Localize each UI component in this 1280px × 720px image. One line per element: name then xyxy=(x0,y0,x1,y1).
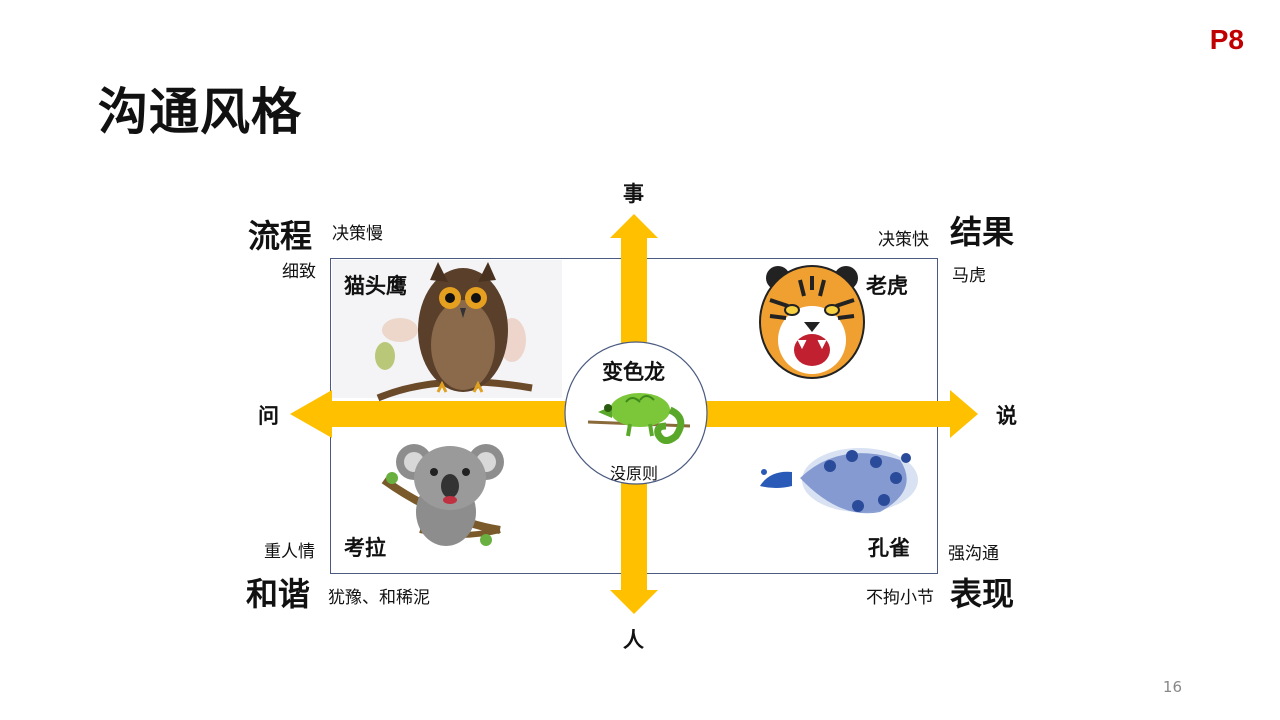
center-label-chameleon: 变色龙 xyxy=(602,360,665,384)
tiger-icon xyxy=(759,265,865,379)
page-title: 沟通风格 xyxy=(98,83,302,141)
axis-label-right: 说 xyxy=(996,404,1017,428)
axis-label-top: 事 xyxy=(623,182,644,206)
corner-note-casual: 不拘小节 xyxy=(866,588,934,608)
animal-label-owl: 猫头鹰 xyxy=(344,274,407,298)
animal-label-tiger: 老虎 xyxy=(866,274,908,298)
axis-label-left: 问 xyxy=(258,404,279,428)
center-note-unprincipled: 没原则 xyxy=(610,464,659,483)
axis-label-bottom: 人 xyxy=(623,628,644,652)
corner-note-meticulous: 细致 xyxy=(282,262,316,282)
corner-label-process: 流程 xyxy=(248,217,313,255)
corner-note-slow-decision: 决策慢 xyxy=(332,224,383,244)
corner-label-harmony: 和谐 xyxy=(246,575,311,613)
corner-note-strong-communication: 强沟通 xyxy=(948,544,999,564)
corner-note-relationship: 重人情 xyxy=(264,542,315,562)
corner-note-fast-decision: 决策快 xyxy=(878,230,929,250)
corner-label-performance: 表现 xyxy=(950,575,1015,613)
corner-note-hesitant: 犹豫、和稀泥 xyxy=(328,588,430,608)
peacock-icon xyxy=(760,448,918,514)
slide-number: 16 xyxy=(1162,678,1182,696)
owl-icon xyxy=(375,262,533,402)
animal-label-koala: 考拉 xyxy=(344,536,386,560)
koala-icon xyxy=(381,444,504,546)
page-label: P8 xyxy=(1209,24,1244,55)
animal-label-peacock: 孔雀 xyxy=(868,536,910,560)
chameleon-icon xyxy=(587,393,691,444)
corner-note-careless: 马虎 xyxy=(952,266,986,286)
corner-label-result: 结果 xyxy=(950,213,1015,251)
